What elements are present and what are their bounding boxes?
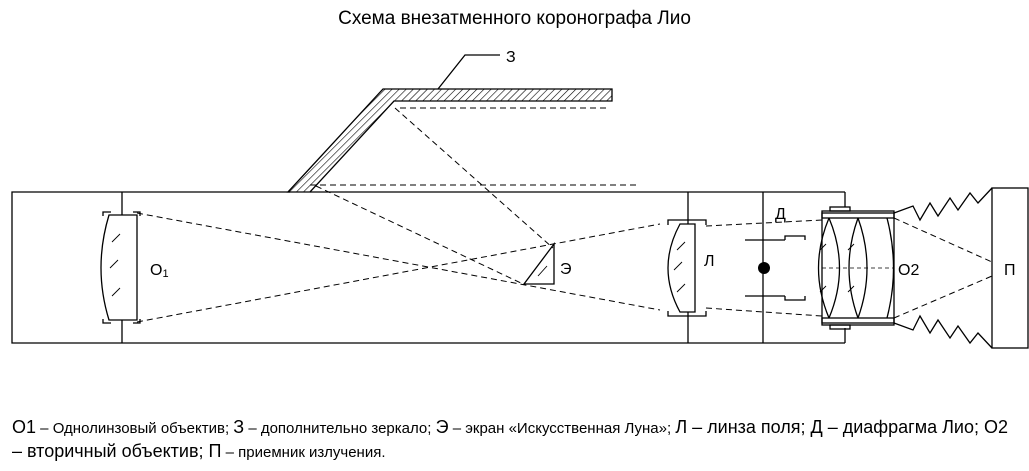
diagram-title: Схема внезатменного коронографа Лио: [338, 8, 691, 29]
label-e: Э: [560, 261, 572, 278]
main-tube: [11, 191, 846, 344]
label-l: Л: [704, 253, 715, 270]
ray-paths: [136, 107, 993, 323]
focal-point: [758, 262, 770, 274]
field-lens: [667, 219, 707, 317]
legend-key: O2: [983, 417, 1008, 437]
legend-text: – диафрагма Лио;: [822, 417, 984, 437]
legend-key: O1: [12, 417, 37, 437]
legend-text: – экран «Искусственная Луна»;: [448, 420, 676, 437]
additional-mirror: [286, 54, 613, 193]
label-o2: O2: [898, 262, 919, 279]
objective-lens-o1: [100, 211, 141, 324]
radiation-receiver: [991, 187, 1029, 349]
legend-text: – вторичный объектив;: [12, 441, 209, 461]
label-z: З: [506, 49, 516, 66]
legend-key: П: [208, 441, 222, 461]
artificial-moon-screen: [522, 242, 555, 285]
legend-key: З: [233, 417, 245, 437]
lyot-diaphragm: [745, 235, 806, 301]
label-o1: O1: [150, 262, 169, 280]
bellows: [893, 187, 993, 349]
coronagraph-diagram: O1 З Э Л Д O2 П: [11, 49, 1029, 349]
secondary-objective-o2: [817, 206, 895, 330]
label-d: Д: [775, 206, 786, 223]
legend-key: Д: [810, 417, 823, 437]
legend-text: – линза поля;: [687, 417, 811, 437]
legend-key: Л: [675, 417, 688, 437]
label-p: П: [1004, 262, 1016, 279]
legend-text: – Однолинзовый объектив;: [36, 420, 234, 437]
legend-caption: O1 – Однолинзовый объектив; З – дополнит…: [12, 416, 1017, 464]
legend-text: – дополнительно зеркало;: [244, 420, 436, 437]
legend-text: – приемник излучения.: [221, 444, 386, 461]
legend-key: Э: [435, 417, 449, 437]
